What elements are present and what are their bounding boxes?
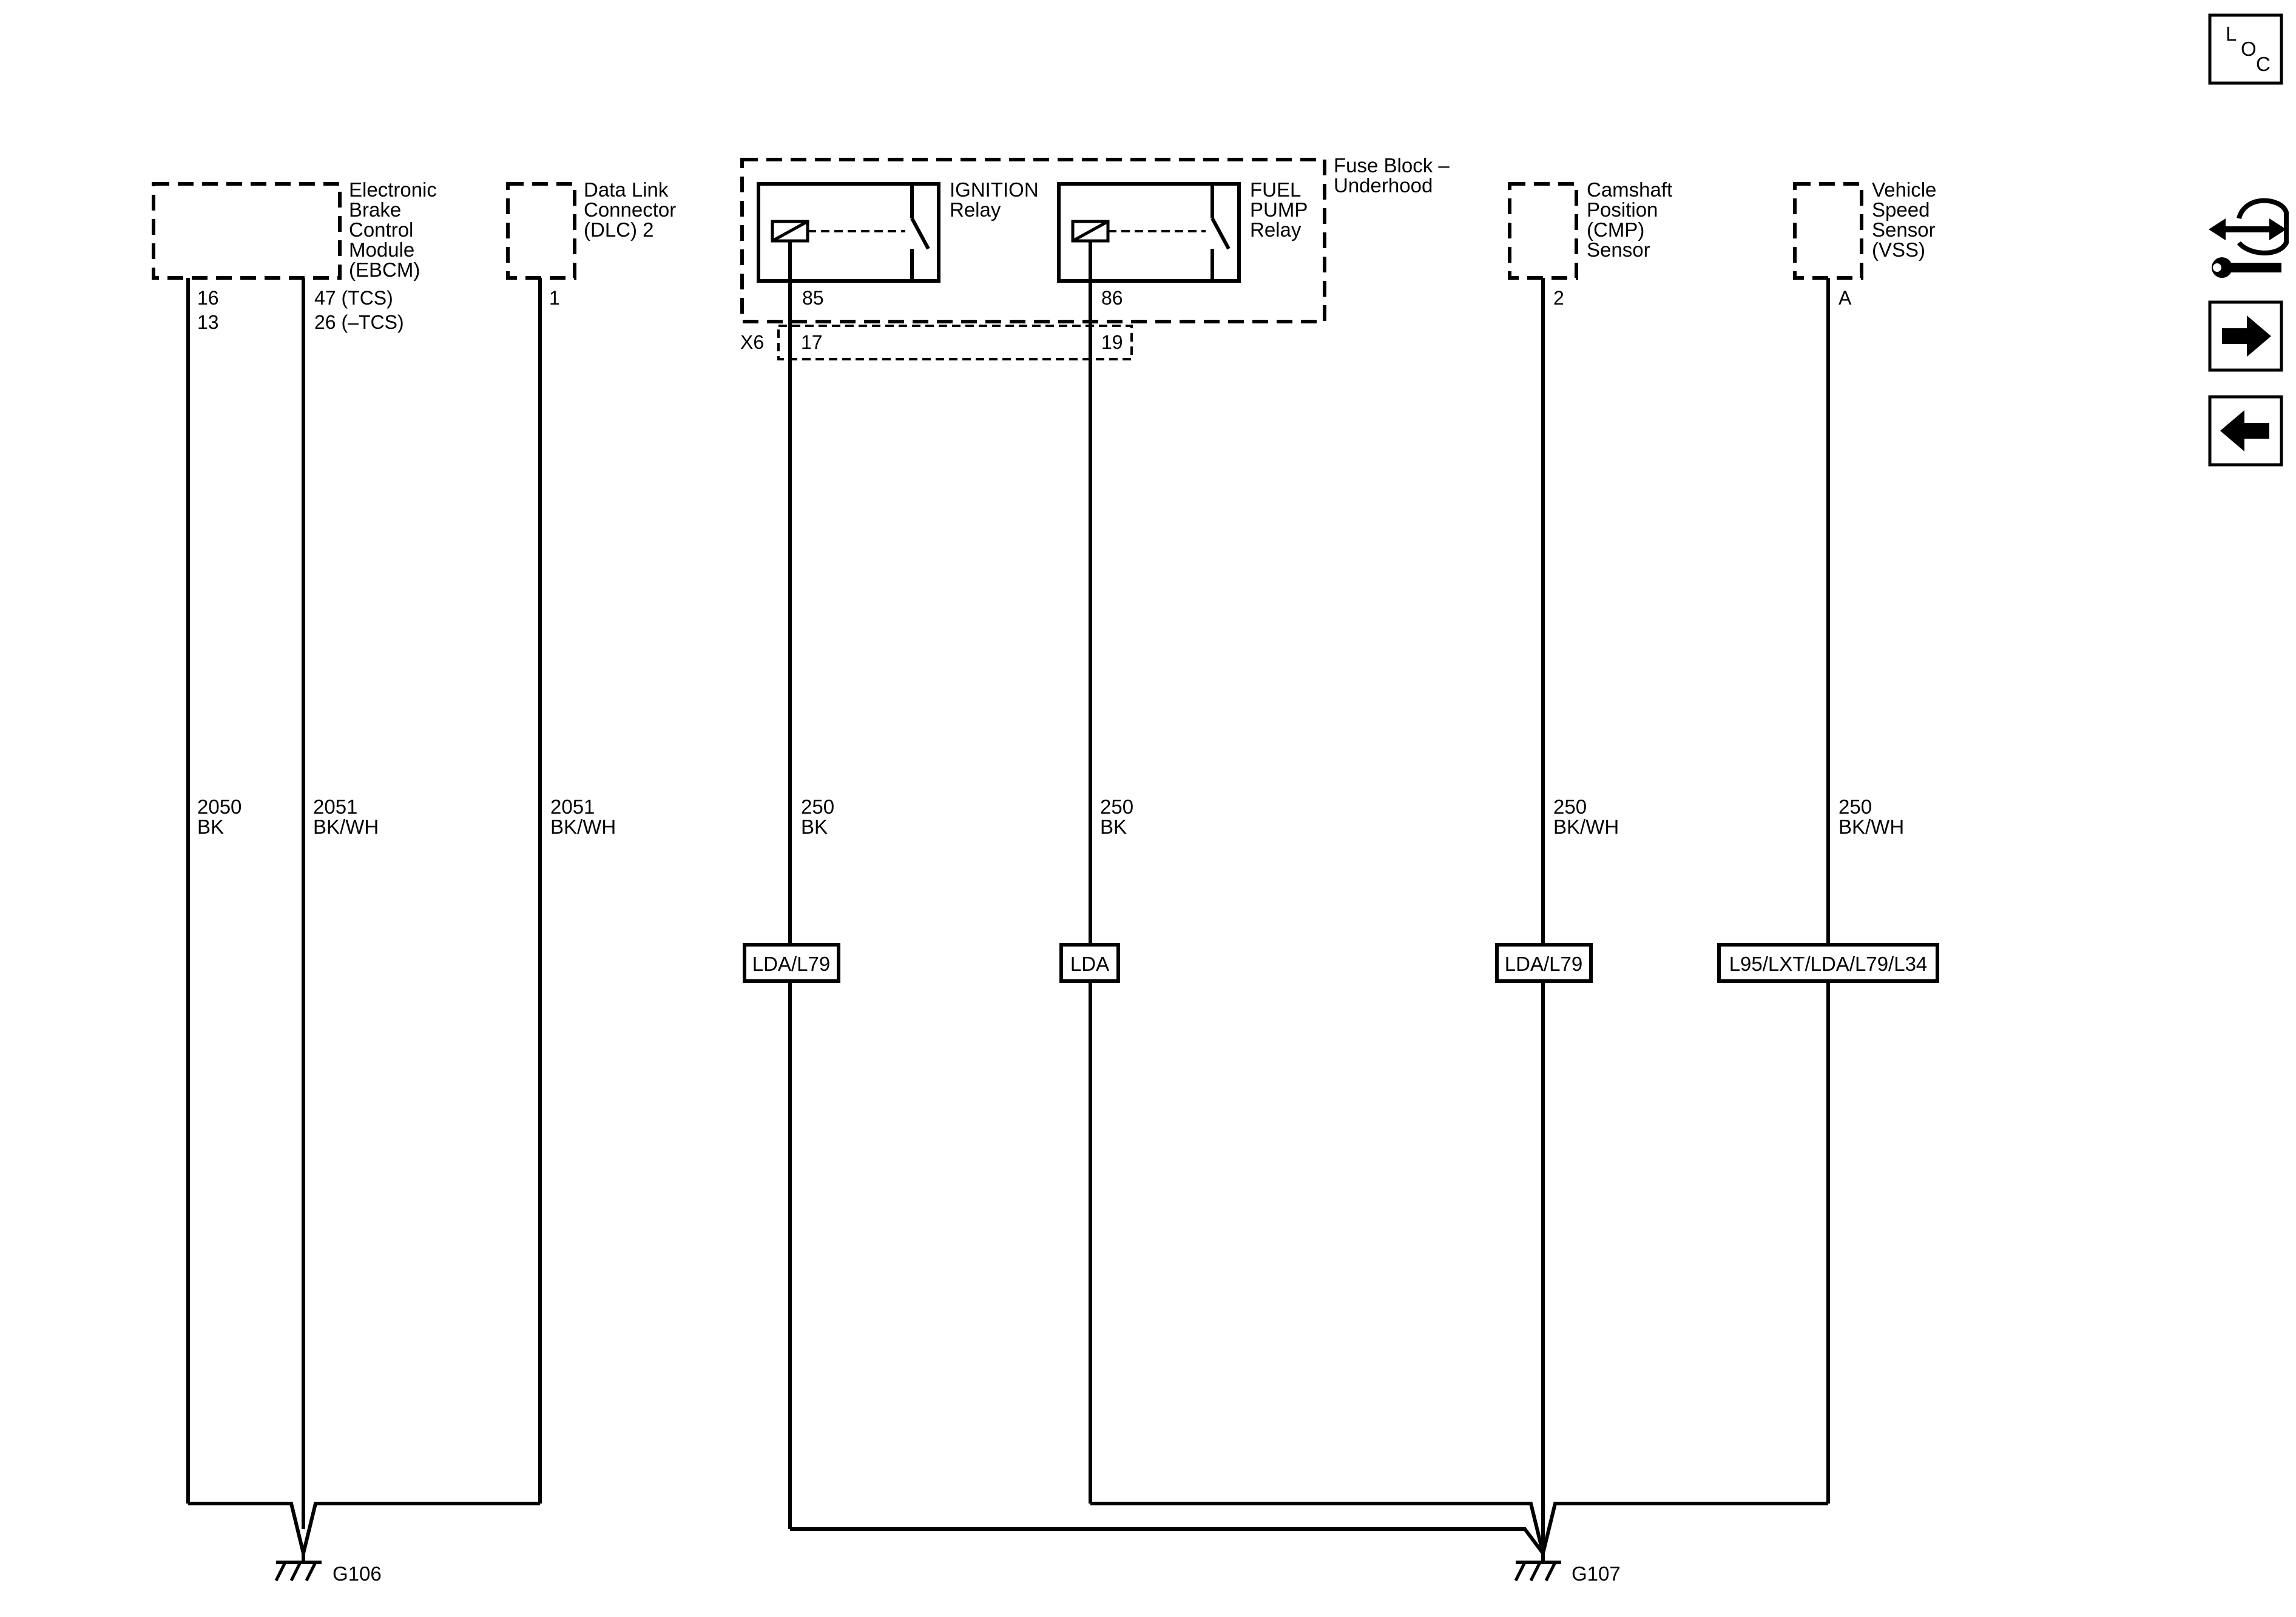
fuel-pump-relay-pin-86: 86 [1101, 287, 1123, 309]
ignition-relay-coil-diagonal [771, 220, 809, 243]
wire-g107-splice-vss [1541, 1502, 1828, 1554]
option-box-ignition [743, 943, 840, 983]
wire-label-250-cmp: 250 BK/WH [1553, 795, 1619, 838]
fuel-pump-relay-label: FUEL PUMP Relay [1250, 178, 1313, 241]
wire-g106-splice-right [302, 1502, 540, 1554]
wire-label-250-vss: 250 BK/WH [1838, 795, 1904, 838]
x6-pin-17: 17 [801, 331, 823, 353]
ground-g107-hatch-1 [1514, 1561, 1527, 1582]
option-label-ignition: LDA/L79 [752, 953, 830, 975]
ignition-relay: IGNITION Relay 85 [757, 178, 1044, 309]
connector-wrench-icon[interactable] [2209, 198, 2289, 278]
fuel-pump-relay-switch-blade [1210, 217, 1231, 250]
connector-wrench-connector [2237, 198, 2289, 255]
x6-pin-19: 19 [1101, 331, 1123, 353]
dlc-dashed-box [506, 182, 576, 280]
ignition-relay-switch-blade [910, 217, 930, 250]
fuse-block-dashed-box [740, 158, 1326, 323]
wire-g107-splice-ignition [790, 1527, 1545, 1555]
ebcm-pin-16: 16 [197, 287, 219, 309]
option-boxes: LDA/L79 LDA LDA/L79 L95/LXT/LDA/L79/L34 [743, 943, 1939, 983]
ebcm-component: Electronic Brake Control Module (EBCM) 1… [152, 178, 442, 333]
connector-wrench-handle [2227, 263, 2281, 272]
option-label-fuel-pump: LDA [1070, 953, 1109, 975]
ground-g107-hatch-2 [1529, 1561, 1542, 1582]
wire-g106-splice-left [188, 1502, 305, 1554]
option-label-vss: L95/LXT/LDA/L79/L34 [1729, 953, 1928, 975]
cmp-sensor-component: Camshaft Position (CMP) Sensor 2 [1508, 178, 1678, 309]
next-page-button[interactable] [2208, 300, 2283, 372]
previous-page-button[interactable] [2208, 395, 2283, 467]
vss-dashed-box [1793, 182, 1863, 280]
loc-button[interactable]: L O C [2208, 13, 2283, 85]
ground-g106: G106 [274, 1553, 382, 1585]
option-box-cmp [1495, 943, 1593, 983]
wire-label-250-ignition: 250 BK [801, 795, 840, 838]
ground-g106-hatch-2 [289, 1561, 302, 1582]
ebcm-label: Electronic Brake Control Module (EBCM) [349, 178, 442, 281]
x6-connector-dashed-box [777, 325, 1133, 360]
ground-g107: G107 [1514, 1553, 1621, 1585]
ignition-relay-label: IGNITION Relay [950, 178, 1044, 221]
dlc-pin-1: 1 [549, 287, 560, 309]
ground-g106-hatch-1 [274, 1561, 287, 1582]
option-box-fuel-pump [1059, 943, 1120, 983]
fuel-pump-relay-coil-diagonal [1072, 220, 1109, 243]
option-label-cmp: LDA/L79 [1505, 953, 1582, 975]
ebcm-dashed-box [152, 182, 342, 280]
loc-letter-l: L [2226, 22, 2237, 45]
wire-label-2051-dlc: 2051 BK/WH [550, 795, 616, 838]
ground-g106-hatch-3 [305, 1561, 317, 1582]
cmp-label: Camshaft Position (CMP) Sensor [1587, 178, 1678, 261]
connector-wrench-head [2212, 257, 2232, 278]
wire-label-2050: 2050 BK [197, 795, 248, 838]
fuel-pump-relay: FUEL PUMP Relay 86 [1057, 178, 1313, 309]
wire-g107-splice-fuel-pump [1090, 1502, 1545, 1554]
ebcm-pin-26: 26 (–TCS) [314, 311, 404, 333]
cmp-pin-2: 2 [1553, 287, 1564, 309]
vss-pin-a: A [1838, 287, 1852, 309]
ground-label-g107: G107 [1572, 1562, 1621, 1585]
ebcm-pin-47: 47 (TCS) [314, 287, 393, 309]
arrow-left-icon [2220, 410, 2269, 451]
cmp-dashed-box [1508, 182, 1578, 280]
ground-g107-hatch-3 [1544, 1561, 1557, 1582]
fuse-block-component: Fuse Block – Underhood IGNITION Relay 85 [740, 154, 1455, 360]
connector-wrench-arrow-right-head [2269, 218, 2286, 240]
ground-label-g106: G106 [333, 1562, 382, 1585]
loc-letter-c: C [2256, 53, 2271, 75]
ebcm-pin-13: 13 [197, 311, 219, 333]
loc-letter-o: O [2241, 38, 2257, 60]
arrow-right-icon [2222, 316, 2271, 357]
wire-label-2051-ebcm: 2051 BK/WH [313, 795, 379, 838]
fuse-block-label: Fuse Block – Underhood [1334, 154, 1455, 197]
wires: 2050 BK 2051 BK/WH 2051 BK/WH 250 BK 250… [186, 278, 1904, 1555]
vss-sensor-component: Vehicle Speed Sensor (VSS) A [1793, 178, 1942, 309]
loc-button-frame[interactable] [2208, 13, 2283, 85]
connector-wrench-arrow-left-head [2209, 218, 2226, 240]
option-box-vss [1717, 943, 1939, 983]
dlc-component: Data Link Connector (DLC) 2 1 [506, 178, 681, 309]
connector-wrench-jaw [2213, 263, 2221, 272]
x6-connector-label: X6 [740, 331, 764, 353]
ignition-relay-pin-85: 85 [802, 287, 824, 309]
wire-label-250-fuel-pump: 250 BK [1100, 795, 1139, 838]
vss-label: Vehicle Speed Sensor (VSS) [1872, 178, 1942, 261]
dlc-label: Data Link Connector (DLC) 2 [584, 178, 681, 241]
